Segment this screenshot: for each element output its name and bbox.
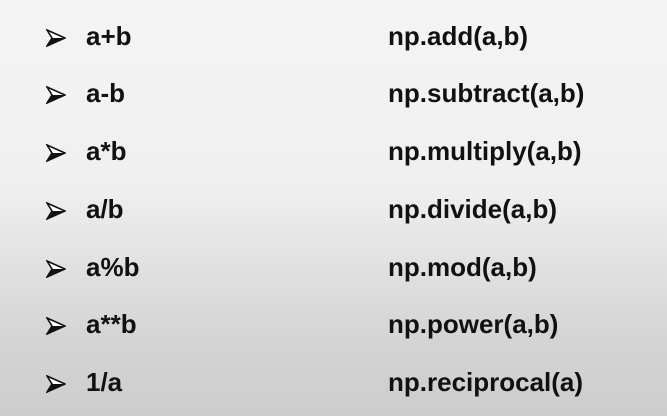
list-item: a+b np.add(a,b) bbox=[0, 16, 667, 56]
operator-expression: a*b bbox=[86, 136, 127, 166]
operator-expression: a/b bbox=[86, 194, 124, 224]
list-item: a**b np.power(a,b) bbox=[0, 304, 667, 344]
list-item: a%b np.mod(a,b) bbox=[0, 247, 667, 287]
operator-expression: a-b bbox=[86, 78, 125, 108]
list-item: a-b np.subtract(a,b) bbox=[0, 73, 667, 113]
numpy-function: np.subtract(a,b) bbox=[388, 78, 585, 108]
list-item: 1/a np.reciprocal(a) bbox=[0, 362, 667, 402]
arrowhead-bullet-icon bbox=[46, 29, 66, 47]
list-item: a*b np.multiply(a,b) bbox=[0, 131, 667, 171]
operator-expression: 1/a bbox=[86, 367, 123, 397]
numpy-function: np.reciprocal(a) bbox=[388, 367, 584, 397]
numpy-function: np.multiply(a,b) bbox=[388, 136, 582, 166]
arrowhead-bullet-icon bbox=[46, 260, 66, 278]
numpy-function: np.divide(a,b) bbox=[388, 194, 557, 224]
operator-expression: a+b bbox=[86, 21, 132, 51]
numpy-function: np.add(a,b) bbox=[388, 21, 529, 51]
arrowhead-bullet-icon bbox=[46, 86, 66, 104]
operator-expression: a%b bbox=[86, 252, 140, 282]
arrowhead-bullet-icon bbox=[46, 144, 66, 162]
arrowhead-bullet-icon bbox=[46, 375, 66, 393]
numpy-function: np.mod(a,b) bbox=[388, 252, 537, 282]
arrowhead-bullet-icon bbox=[46, 202, 66, 220]
numpy-function: np.power(a,b) bbox=[388, 309, 559, 339]
arrowhead-bullet-icon bbox=[46, 317, 66, 335]
operator-expression: a**b bbox=[86, 309, 137, 339]
list-item: a/b np.divide(a,b) bbox=[0, 189, 667, 229]
